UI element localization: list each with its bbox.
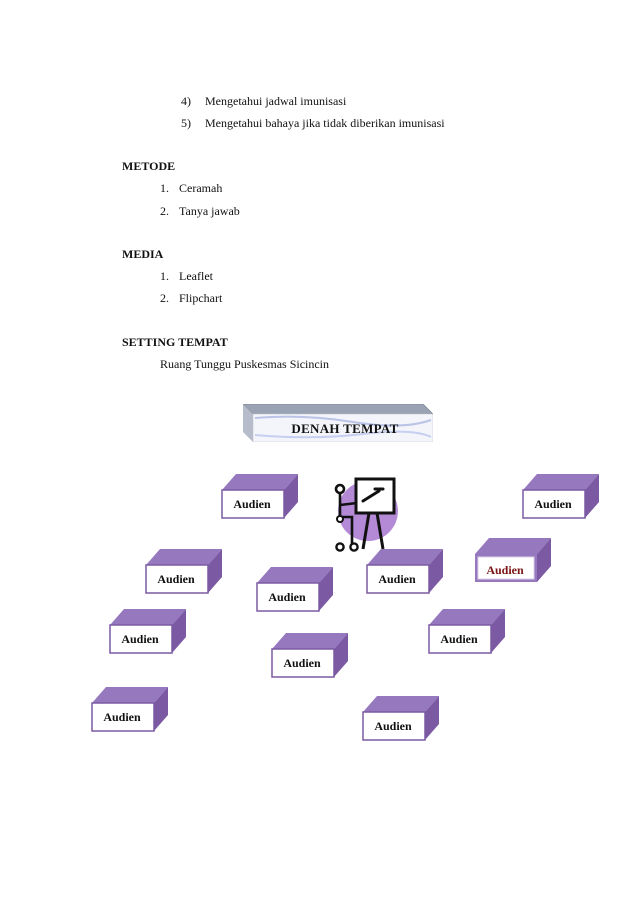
objective-5-number: 5) — [181, 116, 191, 130]
audience-box: Audien — [271, 632, 349, 678]
metode-heading: METODE — [122, 159, 176, 173]
banner-background — [243, 404, 433, 442]
audience-label: Audien — [374, 719, 412, 733]
floor-plan-title: DENAH TEMPAT — [291, 421, 399, 436]
audience-label: Audien — [486, 563, 524, 577]
media-item-2-number: 2. — [160, 291, 169, 305]
objective-5-text: Mengetahui bahaya jika tidak diberikan i… — [205, 116, 445, 130]
media-item-2-text: Flipchart — [179, 291, 223, 305]
audience-box: Audien — [428, 608, 506, 654]
audience-box: Audien — [362, 695, 440, 741]
metode-item-1-number: 1. — [160, 181, 169, 195]
metode-item-2-number: 2. — [160, 204, 169, 218]
audience-box: Audien — [145, 548, 223, 594]
audience-label: Audien — [283, 656, 321, 670]
presenter-at-board-icon — [333, 475, 403, 555]
audience-box: Audien — [109, 608, 187, 654]
audience-box: Audien — [256, 566, 334, 612]
audience-label: Audien — [233, 497, 271, 511]
audience-label: Audien — [378, 572, 416, 586]
audience-label: Audien — [534, 497, 572, 511]
audience-box: Audien — [221, 473, 299, 519]
audience-label: Audien — [103, 710, 141, 724]
objective-4-number: 4) — [181, 94, 191, 108]
setting-heading: SETTING TEMPAT — [122, 335, 228, 349]
media-item-1-text: Leaflet — [179, 269, 213, 283]
audience-box: Audien — [522, 473, 600, 519]
media-heading: MEDIA — [122, 247, 164, 261]
audience-label: Audien — [440, 632, 478, 646]
audience-label: Audien — [268, 590, 306, 604]
metode-item-2-text: Tanya jawab — [179, 204, 240, 218]
setting-location-text: Ruang Tunggu Puskesmas Sicincin — [160, 357, 330, 371]
objective-4-text: Mengetahui jadwal imunisasi — [205, 94, 347, 108]
audience-box: Audien — [474, 537, 552, 583]
audience-label: Audien — [121, 632, 159, 646]
audience-box: Audien — [366, 548, 444, 594]
audience-label: Audien — [157, 572, 195, 586]
metode-item-1-text: Ceramah — [179, 181, 223, 195]
floor-plan-title-banner: DENAH TEMPAT — [243, 404, 433, 442]
audience-box: Audien — [91, 686, 169, 732]
media-item-1-number: 1. — [160, 269, 169, 283]
